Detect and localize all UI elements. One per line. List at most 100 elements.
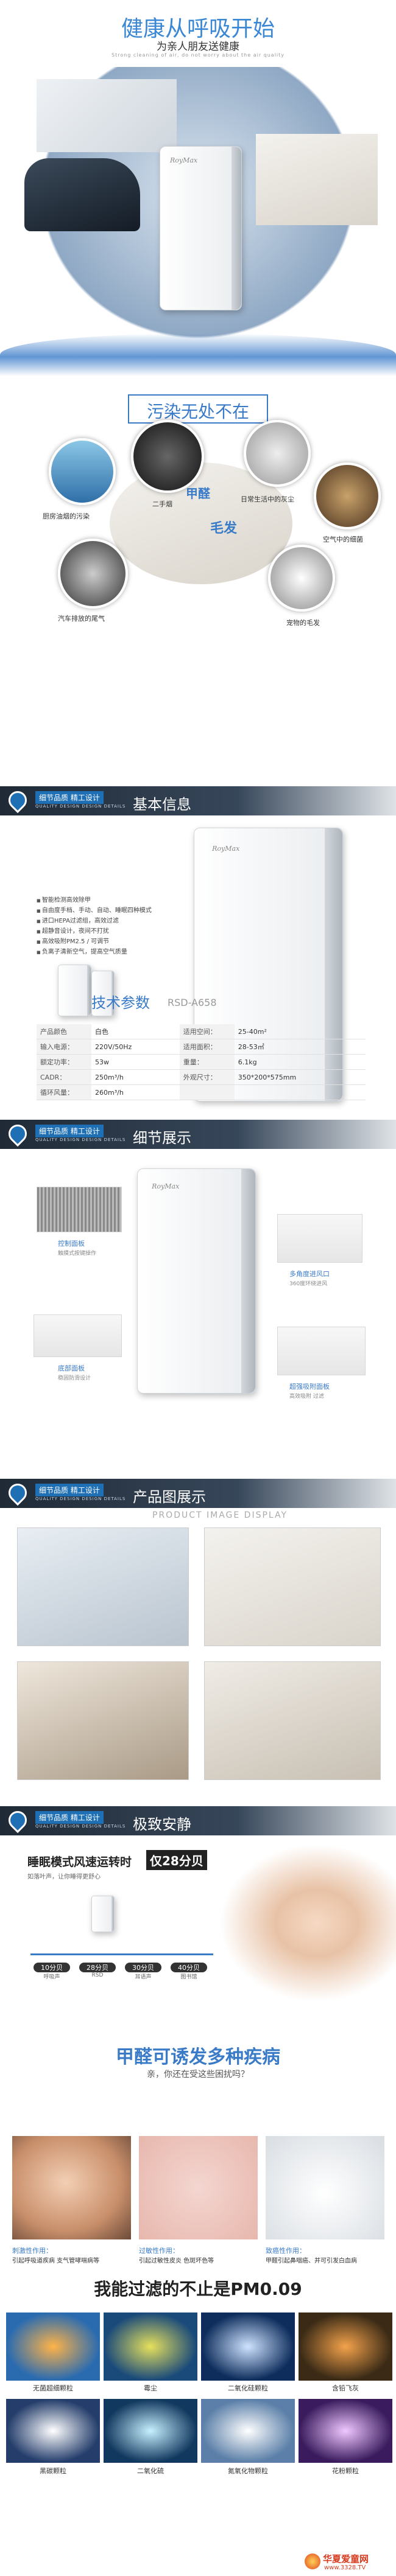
db-level-3: 30分贝 耳语声: [125, 1963, 161, 1980]
pet-hair-circle: [268, 545, 335, 612]
disease-title: 甲醛可诱发多种疾病: [116, 2047, 280, 2068]
callout-desc-bottom: 稳固防滑设计: [58, 1375, 91, 1381]
spec-key: CADR：: [37, 1069, 91, 1085]
pollution-label-smoke: 二手烟: [152, 500, 172, 508]
callout-title-inlet: 多角度进风口: [289, 1270, 330, 1278]
callout-title-filter: 超强吸附面板: [289, 1383, 330, 1391]
spec-key: 循环风量：: [37, 1084, 91, 1100]
spec-value: 350*200*575mm: [234, 1069, 366, 1085]
section-sub: QUALITY DESIGN DESIGN DETAILS: [35, 804, 126, 809]
small-purifier-image: [58, 965, 91, 1016]
callout-desc-inlet: 360度环绕进风: [289, 1281, 328, 1287]
spec-key: 重量：: [179, 1054, 235, 1070]
callout-title-control: 控制面板: [58, 1240, 85, 1248]
db-desc: 呼吸声: [43, 1974, 60, 1980]
spec-value: 6.1kg: [234, 1054, 366, 1070]
spec-value: 白色: [91, 1024, 180, 1039]
secondhand-smoke-circle: [131, 420, 204, 493]
filter-image-5: [6, 2399, 100, 2463]
location-pin-icon: [4, 1120, 31, 1147]
pollution-center-word-1: 甲醛: [186, 486, 210, 501]
callout-title-bottom: 底部面板: [58, 1364, 85, 1372]
pollution-label-kitchen: 厨房油烟的污染: [43, 512, 90, 520]
gallery-subtitle: PRODUCT IMAGE DISPLAY: [152, 1510, 288, 1520]
gallery-image-2: [204, 1527, 381, 1646]
gallery-image-1: [17, 1527, 189, 1646]
detail-box-inlet: [277, 1214, 362, 1263]
detail-purifier-image: RoyMax: [137, 1168, 256, 1394]
disease-item-2-desc: 引起过敏性皮炎 色斑坏色等: [139, 2258, 214, 2264]
filter-title: 我能过滤的不止是PM0.09: [94, 2279, 302, 2299]
kitchen-smoke-circle: [49, 438, 116, 505]
bacteria-circle: [314, 462, 381, 529]
db-desc: 图书馆: [180, 1974, 197, 1980]
spec-key: [179, 1084, 235, 1100]
pollution-center-word-2: 毛发: [210, 521, 238, 536]
feature-item: 高效吸附PM2.5 / 可调节: [37, 936, 152, 946]
callout-desc-control: 触摸式按键操作: [58, 1251, 97, 1257]
feature-item: 负离子清新空气，提高空气质量: [37, 946, 152, 957]
filter-image-4: [299, 2312, 392, 2381]
filter-label-8: 花粉颗粒: [332, 2467, 359, 2475]
spec-value: 250m³/h: [91, 1069, 180, 1085]
callout-desc-filter: 高效吸附 过滤: [289, 1394, 324, 1400]
disease-item-1-desc: 引起呼吸道疾病 支气管哮喘病等: [12, 2258, 100, 2264]
spec-value: 53w: [91, 1054, 180, 1070]
table-row: 产品颜色 白色 适用空间： 25-40m²: [37, 1024, 366, 1039]
dust-circle: [244, 420, 311, 487]
detail-box-filter: [277, 1327, 366, 1375]
gallery-image-4: [204, 1661, 381, 1780]
sleep-headline: 睡眠模式风速运转时: [27, 1855, 132, 1869]
spec-table: 产品颜色 白色 适用空间： 25-40m² 输入电源： 220V/50Hz 适用…: [37, 1024, 366, 1100]
disease-image-3: [266, 2136, 384, 2239]
car-image: [24, 158, 140, 231]
section-bar-gallery: 细节品质 精工设计 QUALITY DESIGN DESIGN DETAILS …: [0, 1479, 396, 1508]
disease-image-1: [12, 2136, 131, 2239]
hero-title: 健康从呼吸开始: [121, 16, 275, 41]
spec-key: 产品颜色: [37, 1024, 91, 1039]
sleeping-child-image: [219, 1844, 396, 2002]
watermark-site: 华夏爱童网: [323, 2553, 369, 2564]
spec-key: 外观尺寸：: [179, 1069, 235, 1085]
table-row: 额定功率： 53w 重量： 6.1kg: [37, 1054, 366, 1070]
params-title: 技术参数: [91, 994, 150, 1011]
model-number: RSD-A658: [168, 997, 217, 1008]
table-row: CADR： 250m³/h 外观尺寸： 350*200*575mm: [37, 1069, 366, 1085]
sleep-badge: 仅28分贝: [146, 1850, 207, 1870]
pollution-title: 污染无处不在: [146, 402, 249, 422]
location-pin-icon: [4, 787, 31, 814]
feature-item: 超静音设计，夜间不打扰: [37, 926, 152, 936]
disease-item-2-title: 过敏性作用：: [139, 2247, 179, 2255]
bedroom-image: [256, 134, 378, 225]
db-value: 10分贝: [34, 1963, 70, 1972]
location-pin-icon: [4, 1807, 31, 1834]
section-sub: QUALITY DESIGN DESIGN DETAILS: [35, 1496, 126, 1501]
detail-box-bottom: [34, 1314, 122, 1357]
disease-item-1-title: 刺激性作用：: [12, 2247, 52, 2255]
filter-label-7: 氮氧化物颗粒: [228, 2467, 268, 2475]
spec-value: 28-53㎡: [234, 1039, 366, 1055]
filter-label-1: 无菌超细颗粒: [33, 2384, 73, 2392]
spec-value: 260m³/h: [91, 1084, 180, 1100]
filter-label-5: 黑碳颗粒: [40, 2467, 66, 2475]
section-tag: 细节品质 精工设计: [35, 1125, 104, 1137]
pollution-label-dust: 日常生活中的灰尘: [241, 495, 294, 503]
pollution-label-bacteria: 空气中的细菌: [323, 536, 363, 543]
db-level-4: 40分贝 图书馆: [171, 1963, 207, 1980]
spec-key: 适用空间：: [179, 1024, 235, 1039]
filter-label-2: 霉尘: [144, 2384, 157, 2392]
feature-item: 智能检测高效除甲: [37, 895, 152, 905]
sleep-purifier-image: [91, 1896, 115, 1932]
filter-image-8: [299, 2399, 392, 2463]
pollution-label-exhaust: 汽车排放的尾气: [58, 615, 105, 623]
section-bar-basic: 细节品质 精工设计 QUALITY DESIGN DESIGN DETAILS …: [0, 786, 396, 815]
filter-label-4: 含铅飞灰: [332, 2384, 359, 2392]
db-level-2: 28分贝 RSD: [79, 1963, 116, 1978]
section-sub: QUALITY DESIGN DESIGN DETAILS: [35, 1824, 126, 1829]
filter-image-1: [6, 2312, 100, 2381]
section-title-details: 细节展示: [133, 1129, 191, 1147]
disease-item-3-desc: 甲醛引起鼻咽癌、并可引发白血病: [266, 2258, 357, 2264]
pollution-label-pet: 宠物的毛发: [286, 619, 320, 627]
spec-value: [234, 1084, 366, 1100]
